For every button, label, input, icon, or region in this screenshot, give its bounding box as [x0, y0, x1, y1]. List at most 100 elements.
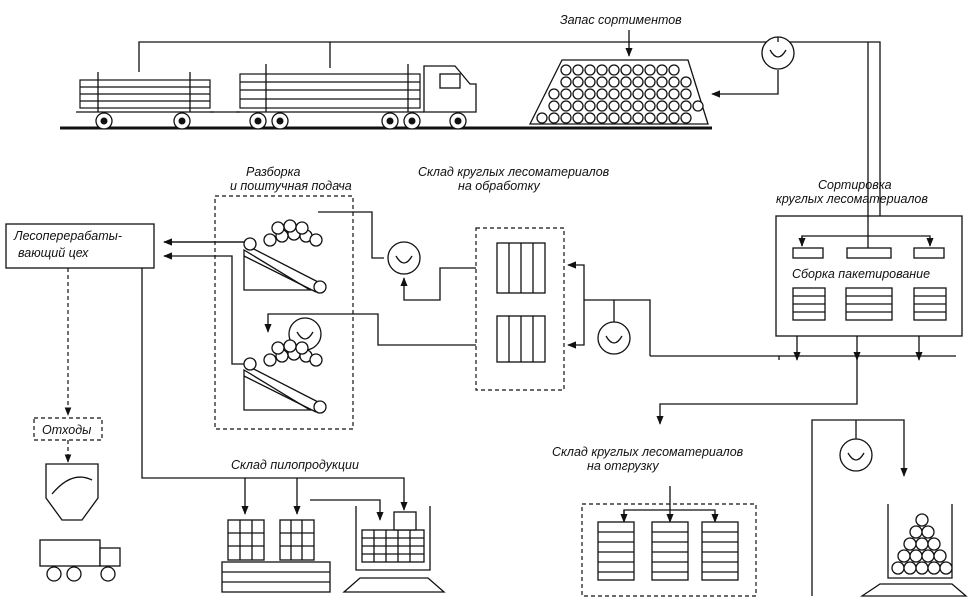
warehouse-processing-area — [475, 227, 565, 391]
log-end — [620, 88, 632, 100]
shipping-stacks — [597, 521, 739, 581]
log-end — [596, 100, 608, 112]
log-end — [632, 112, 644, 124]
label-warehouse-shipping-2: на отгрузку — [587, 459, 659, 473]
log-end — [927, 537, 941, 551]
lumber-stacks — [221, 519, 331, 593]
log-end — [668, 64, 680, 76]
log-end — [656, 76, 668, 88]
log-end — [656, 112, 668, 124]
log-end — [668, 76, 680, 88]
label-disassembly-1: Разборка — [246, 165, 301, 179]
label-disassembly-2: и поштучная подача — [230, 179, 352, 193]
log-end — [668, 100, 680, 112]
log-end — [560, 64, 572, 76]
log-end — [644, 76, 656, 88]
log-end — [921, 525, 935, 539]
log-end — [915, 561, 929, 575]
log-end — [584, 64, 596, 76]
log-end — [620, 100, 632, 112]
packets-sorting — [792, 287, 947, 321]
label-sorting-2: круглых лесоматериалов — [776, 192, 928, 206]
log-end — [692, 100, 704, 112]
log-end — [608, 100, 620, 112]
log-end — [596, 88, 608, 100]
log-end — [644, 112, 656, 124]
log-end — [283, 339, 297, 353]
label-warehouse-processing-2: на обработку — [458, 179, 540, 193]
label-warehouse-processing-1: Склад круглых лесоматериалов — [418, 165, 610, 179]
log-end — [620, 64, 632, 76]
feeder-conveyor-2 — [243, 339, 327, 414]
disassembly-area — [214, 195, 354, 430]
log-end — [644, 64, 656, 76]
log-end — [668, 88, 680, 100]
sawmill-block — [5, 223, 155, 269]
log-end — [921, 549, 935, 563]
log-stock-pile — [528, 59, 709, 125]
log-end — [608, 112, 620, 124]
log-end — [560, 100, 572, 112]
log-end — [309, 233, 323, 247]
log-end — [263, 353, 277, 367]
log-end — [915, 537, 929, 551]
log-end — [572, 88, 584, 100]
log-end — [271, 341, 285, 355]
label-lumber-warehouse: Склад пилопродукции — [231, 458, 359, 472]
feeder-conveyor-1 — [243, 219, 327, 294]
label-sorting-1: Сортировка — [818, 178, 892, 192]
log-end — [632, 76, 644, 88]
log-end — [295, 221, 309, 235]
log-end — [295, 341, 309, 355]
label-stock: Запас сортиментов — [560, 13, 682, 27]
label-sawmill-2: вающий цех — [18, 246, 89, 260]
waste-box — [33, 417, 103, 441]
warehouse-processing-stacks — [496, 242, 546, 363]
log-end — [656, 100, 668, 112]
log-end — [548, 88, 560, 100]
log-end — [572, 76, 584, 88]
crane-hook-icon-3 — [387, 241, 421, 275]
log-end — [903, 537, 917, 551]
log-end — [560, 112, 572, 124]
log-end — [632, 100, 644, 112]
label-sawmill-1: Лесоперерабаты- — [13, 229, 122, 243]
log-end — [680, 100, 692, 112]
log-end — [909, 525, 923, 539]
log-end — [596, 112, 608, 124]
log-railcar — [859, 504, 968, 597]
log-end — [680, 76, 692, 88]
log-end — [584, 112, 596, 124]
log-end — [584, 100, 596, 112]
log-end — [915, 513, 929, 527]
timber-truck — [60, 64, 712, 130]
log-end — [891, 561, 905, 575]
log-end — [680, 88, 692, 100]
log-end — [927, 561, 941, 575]
log-end — [620, 112, 632, 124]
crane-hook-icon-2 — [597, 321, 631, 355]
waste-truck-icon — [39, 539, 121, 582]
waste-bin-icon — [45, 463, 99, 521]
warehouse-shipping-area — [581, 503, 757, 597]
label-warehouse-shipping-1: Склад круглых лесоматериалов — [552, 445, 744, 459]
label-assembly: Сборка пакетирование — [792, 267, 930, 281]
log-end — [632, 64, 644, 76]
log-end — [903, 561, 917, 575]
log-end — [309, 353, 323, 367]
log-end — [548, 112, 560, 124]
log-end — [560, 76, 572, 88]
log-end — [656, 64, 668, 76]
log-end — [271, 221, 285, 235]
log-end — [572, 112, 584, 124]
log-end — [584, 76, 596, 88]
log-end — [572, 100, 584, 112]
log-end — [668, 112, 680, 124]
log-end — [939, 561, 953, 575]
log-end — [608, 88, 620, 100]
top-feedback-line — [138, 41, 881, 335]
log-end — [620, 76, 632, 88]
log-end — [644, 88, 656, 100]
log-end — [548, 100, 560, 112]
